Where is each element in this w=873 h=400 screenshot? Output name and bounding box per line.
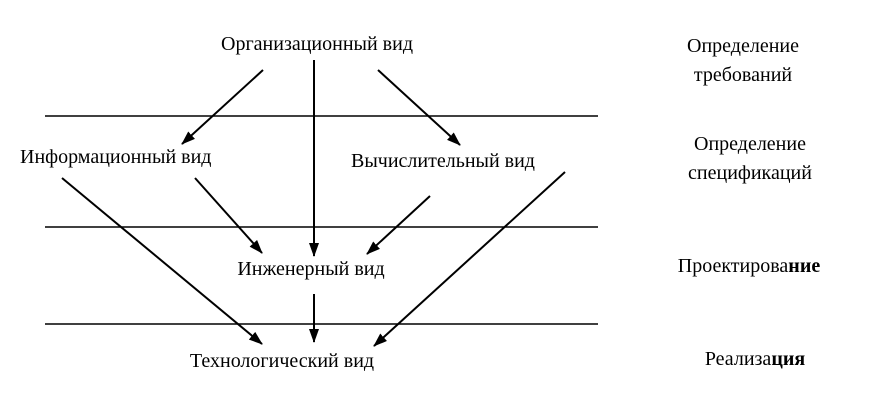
phase-requirements-line2: требований [693, 64, 793, 86]
engineering-view-label: Инженерный вид [237, 258, 385, 280]
organizational-view-label: Организационный вид [221, 33, 413, 55]
computational-view-label: Вычислительный вид [351, 150, 535, 172]
arrow-informational-to-technological [61, 177, 263, 345]
phase-specifications-line1: Определение [694, 133, 806, 155]
technological-view-label: Технологический вид [189, 350, 375, 372]
arrow-informational-to-engineering [194, 177, 263, 254]
arrow-organizational-to-informational [181, 69, 264, 145]
phase-requirements: Определение требований [687, 32, 799, 90]
arrow-computational-to-technological [373, 171, 566, 347]
phase-design-bold: ние [788, 255, 821, 277]
phase-specifications: Определение спецификаций [688, 130, 812, 188]
informational-view-label: Информационный вид [20, 146, 212, 168]
phase-implementation-regular: Реализа [704, 348, 772, 370]
arrow-organizational-to-computational [377, 69, 461, 146]
phase-design: Проектирование [678, 252, 820, 281]
phase-design-regular: Проектирова [677, 255, 789, 277]
phase-implementation-bold: ция [771, 348, 806, 370]
phase-implementation: Реализация [705, 345, 805, 374]
arrow-computational-to-engineering [366, 195, 431, 255]
phase-requirements-line1: Определение [687, 35, 799, 57]
phase-specifications-line2: спецификаций [688, 162, 812, 184]
